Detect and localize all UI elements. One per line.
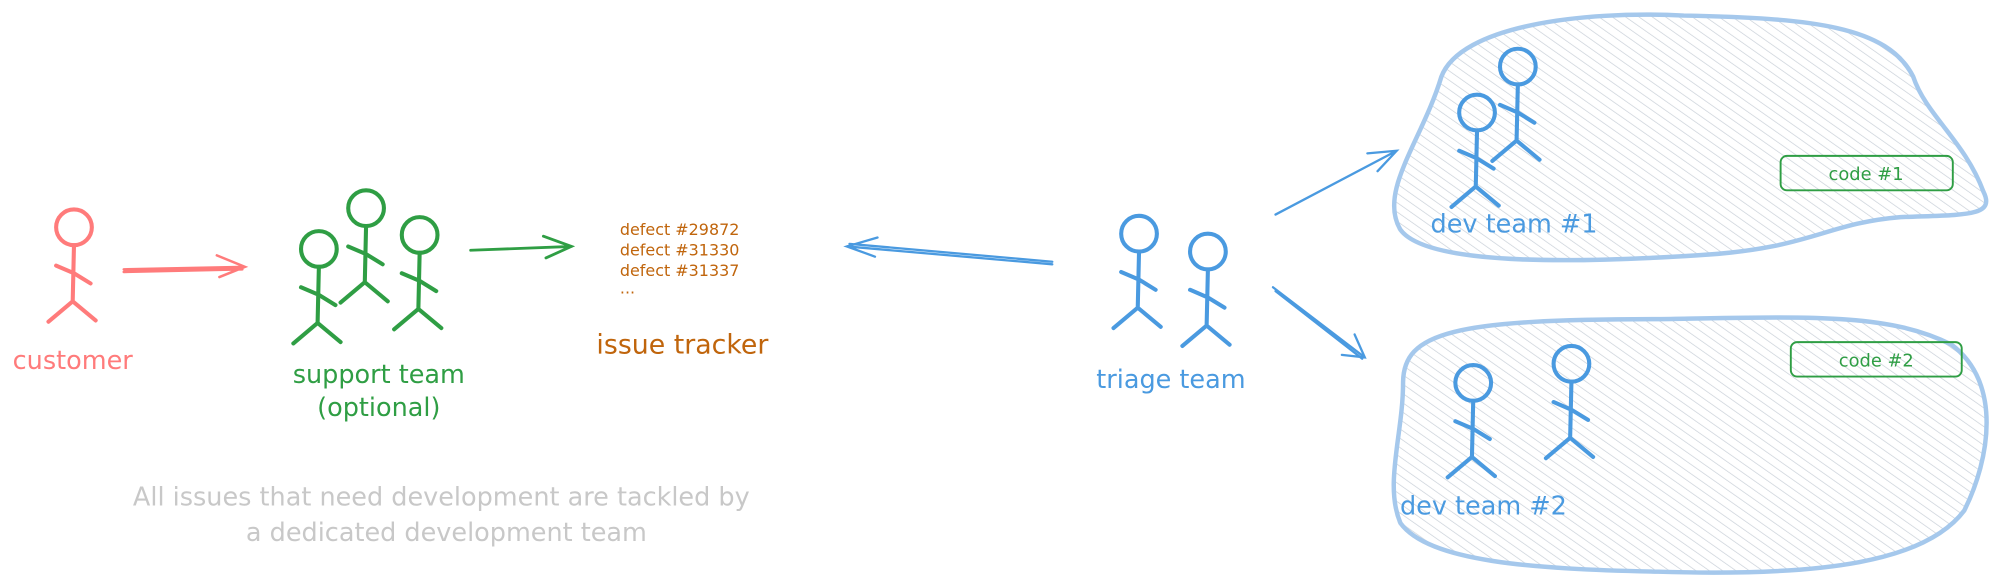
support-member-figure bbox=[338, 188, 390, 305]
arrow-triage-to-dev1 bbox=[1274, 149, 1400, 216]
support-member-figure bbox=[291, 229, 343, 346]
customer-figure bbox=[46, 207, 98, 324]
support-member-figure bbox=[392, 215, 444, 332]
dev-1-member-figure bbox=[1449, 92, 1501, 209]
support-team-optional-label: (optional) bbox=[317, 393, 440, 423]
customer-label: customer bbox=[13, 346, 134, 376]
dev-2-member-figure bbox=[1543, 343, 1596, 461]
triage-member-figure bbox=[1180, 231, 1232, 348]
dev-team-1-label: dev team #1 bbox=[1431, 209, 1598, 239]
arrow-triage-to-tracker bbox=[843, 236, 1054, 266]
issue-tracker-label: issue tracker bbox=[596, 330, 768, 361]
dev-team-1-area bbox=[1391, 12, 1989, 263]
defect-item: defect #31330 bbox=[620, 240, 739, 259]
code-1-label: code #1 bbox=[1829, 164, 1904, 185]
defect-item: defect #29872 bbox=[620, 220, 739, 239]
arrow-triage-to-dev2 bbox=[1271, 286, 1367, 360]
caption-line-1: All issues that need development are tac… bbox=[133, 482, 750, 512]
triage-member-figure bbox=[1111, 213, 1163, 331]
dev-2-member-figure bbox=[1445, 363, 1497, 480]
arrow-support-to-tracker bbox=[469, 234, 576, 260]
defect-item: ... bbox=[620, 279, 635, 298]
dev-team-2-area bbox=[1391, 315, 1989, 575]
defect-item: defect #31337 bbox=[620, 261, 739, 280]
code-2-box bbox=[1789, 341, 1963, 378]
code-2-label: code #2 bbox=[1839, 350, 1914, 371]
arrow-customer-to-support bbox=[122, 254, 249, 279]
triage-team-label: triage team bbox=[1096, 365, 1245, 395]
dev-team-2-label: dev team #2 bbox=[1400, 491, 1567, 521]
dev-1-member-figure bbox=[1490, 46, 1542, 164]
support-team-label: support team bbox=[293, 360, 465, 390]
code-1-box bbox=[1779, 154, 1954, 192]
caption-line-2: a dedicated development team bbox=[246, 518, 647, 548]
